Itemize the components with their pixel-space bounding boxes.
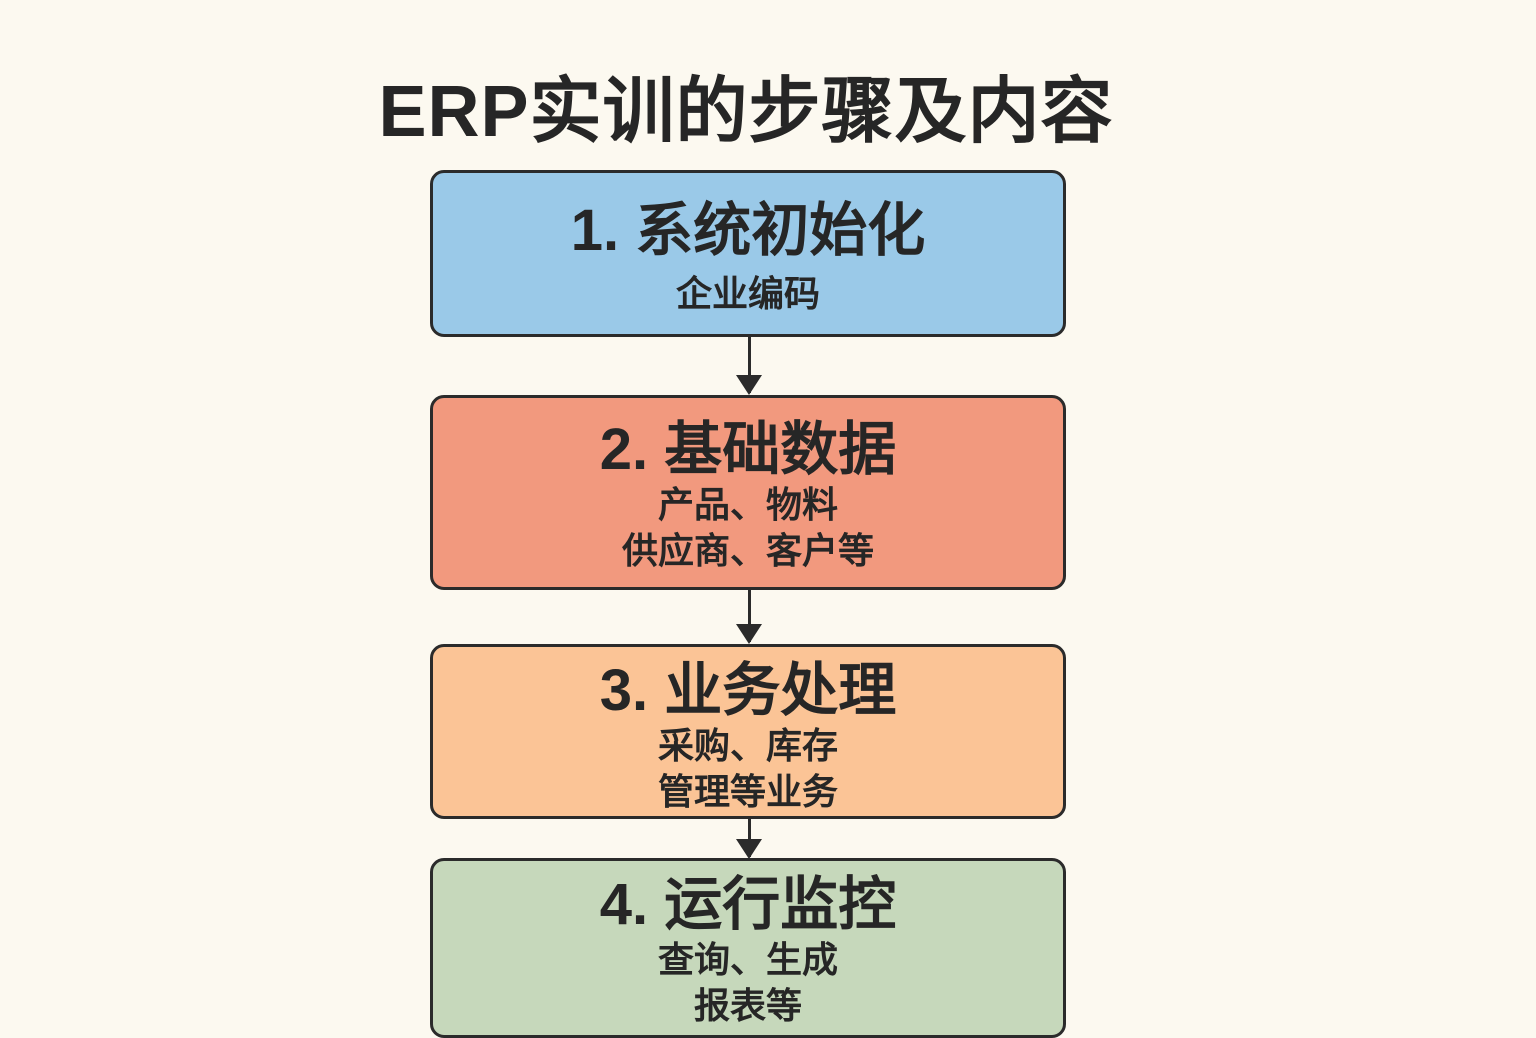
step-1-heading: 1. 系统初始化 (570, 198, 926, 263)
step-4-detail-1: 查询、生成 (657, 939, 838, 980)
step-3-box: 3. 业务处理 采购、库存 管理等业务 (430, 644, 1066, 819)
step-2-detail-1: 产品、物料 (657, 484, 838, 525)
step-2-heading: 2. 基础数据 (599, 417, 897, 482)
step-3-detail-2: 管理等业务 (657, 771, 838, 812)
arrow-1-2 (736, 337, 762, 395)
step-4-detail-2: 报表等 (693, 985, 802, 1026)
arrow-2-3 (736, 590, 762, 644)
arrow-3-4 (736, 819, 762, 859)
step-1-box: 1. 系统初始化 企业编码 (430, 170, 1066, 337)
step-1-detail: 企业编码 (675, 273, 820, 314)
diagram-title: ERP实训的步骤及内容 (378, 72, 1114, 152)
step-2-box: 2. 基础数据 产品、物料 供应商、客户等 (430, 395, 1066, 590)
step-2-detail-2: 供应商、客户等 (621, 530, 874, 571)
step-3-detail-1: 采购、库存 (657, 725, 838, 766)
step-4-box: 4. 运行监控 查询、生成 报表等 (430, 858, 1066, 1038)
step-3-heading: 3. 业务处理 (599, 658, 897, 723)
step-4-heading: 4. 运行监控 (599, 872, 897, 937)
